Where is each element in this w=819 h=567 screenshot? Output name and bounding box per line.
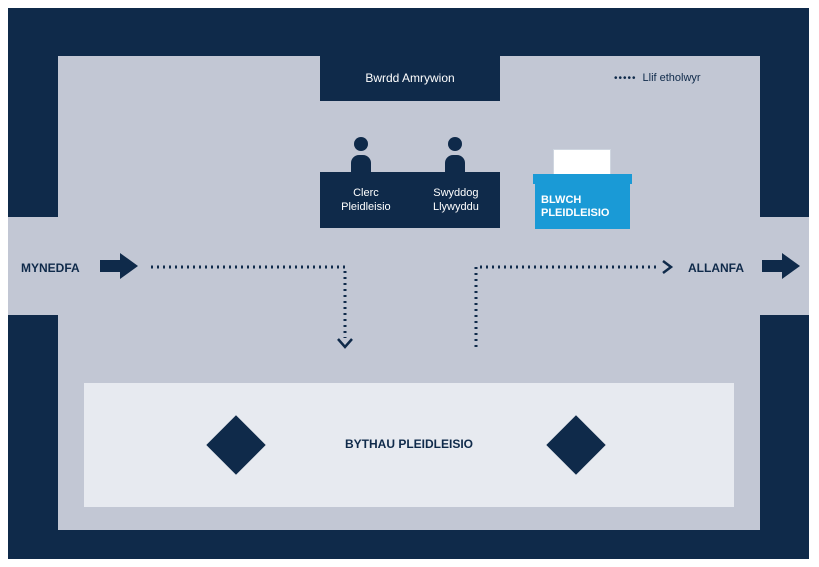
entry-flow-path [151, 265, 347, 338]
exit-flow-arrowhead-icon [662, 260, 674, 274]
presiding-officer-label: Swyddog Llywyddu [432, 187, 479, 213]
legend-label: Llif etholwyr [642, 72, 701, 84]
polling-clerk-label: Clerc Pleidleisio [341, 187, 391, 213]
ballot-box-lid [533, 174, 632, 184]
ballot-box-label: BLWCH PLEIDLEISIO [541, 194, 610, 219]
person-icon [445, 137, 465, 173]
misc-table: Bwrdd Amrywion [320, 56, 500, 101]
corridor [8, 217, 809, 315]
exit-label: ALLANFA [688, 261, 744, 275]
entrance-arrow-icon [100, 253, 138, 279]
entry-flow-arrowhead-icon [337, 338, 353, 349]
ballot-box: BLWCH PLEIDLEISIO [535, 184, 630, 229]
legend-dots: ••••• [614, 72, 637, 84]
entrance-label: MYNEDFA [21, 261, 80, 275]
misc-table-label: Bwrdd Amrywion [365, 71, 455, 85]
voting-booths-label: BYTHAU PLEIDLEISIO [344, 437, 473, 451]
person-icon [351, 137, 371, 173]
staff-desk: Clerc Pleidleisio Swyddog Llywyddu [320, 172, 500, 228]
exit-flow-path [474, 265, 660, 347]
voting-booths-area: BYTHAU PLEIDLEISIO [84, 383, 734, 507]
exit-arrow-icon [762, 253, 800, 279]
legend: ••••• Llif etholwyr [614, 72, 701, 84]
